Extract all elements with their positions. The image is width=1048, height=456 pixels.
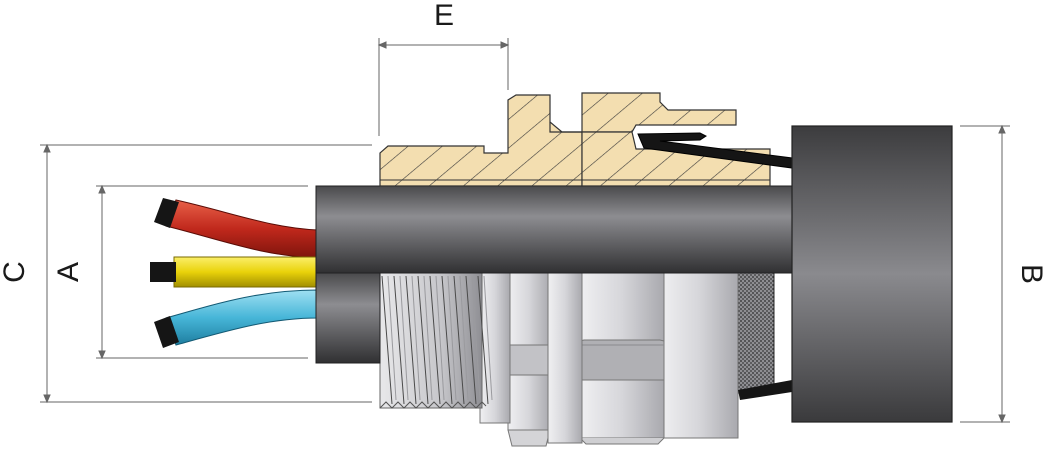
dimension-b-arrow-bottom — [998, 414, 1006, 424]
compression-sleeve — [659, 272, 739, 439]
threaded-entry — [379, 272, 493, 409]
thread-crest — [387, 275, 397, 401]
thread-crest — [447, 275, 457, 401]
thread-flank — [429, 275, 441, 405]
thread-flank — [393, 275, 405, 405]
label-c: C — [0, 261, 31, 283]
thread-crest — [471, 275, 481, 401]
blue-conductor — [165, 289, 319, 346]
lower-hardware — [379, 272, 739, 447]
inner-cable-sheath-left — [315, 272, 381, 364]
thread-flank — [417, 275, 429, 405]
red-conductor-tip — [154, 198, 179, 228]
thread-flank — [477, 275, 489, 405]
thread-flank — [441, 275, 453, 405]
seal-ring — [733, 272, 775, 394]
red-conductor — [165, 199, 319, 259]
boot-clamp-strip — [637, 132, 793, 169]
thread-flank — [381, 275, 393, 405]
dimension-c-arrow-top — [43, 143, 51, 153]
dimension-a-arrow-top — [98, 184, 106, 194]
brass-entry-cap — [581, 92, 737, 133]
label-b: B — [1015, 264, 1048, 284]
conductors — [150, 198, 321, 348]
hex-nut — [579, 272, 665, 445]
boot-clamp-strip-lower — [738, 380, 792, 400]
thread-crest — [483, 275, 493, 401]
yellow-conductor-tip — [150, 262, 176, 282]
brass-entry-shoulder — [549, 122, 582, 133]
brass-entry-body — [379, 92, 771, 187]
thread-crest — [411, 275, 421, 401]
dimension-b — [960, 124, 1010, 424]
blue-conductor-tip — [154, 316, 179, 348]
dimension-c-arrow-bottom — [43, 394, 51, 404]
label-a: A — [52, 262, 85, 282]
thread-crest — [423, 275, 433, 401]
dimension-a-arrow-bottom — [98, 350, 106, 360]
entry-neck — [479, 272, 511, 424]
dimension-e-arrow-right — [500, 41, 510, 49]
thread-flank — [465, 275, 477, 405]
thread-flank — [453, 275, 465, 405]
dimension-e-arrow-left — [377, 41, 387, 49]
thread-crest — [459, 275, 469, 401]
inner-cable-sheath — [315, 185, 797, 274]
thread-crest — [399, 275, 409, 401]
dimension-e — [377, 38, 510, 136]
dimension-b-arrow-top — [998, 124, 1006, 134]
brass-entry-lower — [581, 131, 771, 187]
thread-flank — [405, 275, 417, 405]
outer-boot-shroud — [791, 125, 953, 423]
brass-entry-left — [379, 94, 583, 187]
thread-crest — [435, 275, 445, 401]
yellow-conductor — [173, 256, 321, 288]
dimension-a — [96, 184, 308, 360]
label-e: E — [434, 0, 454, 32]
locknut — [507, 272, 583, 447]
